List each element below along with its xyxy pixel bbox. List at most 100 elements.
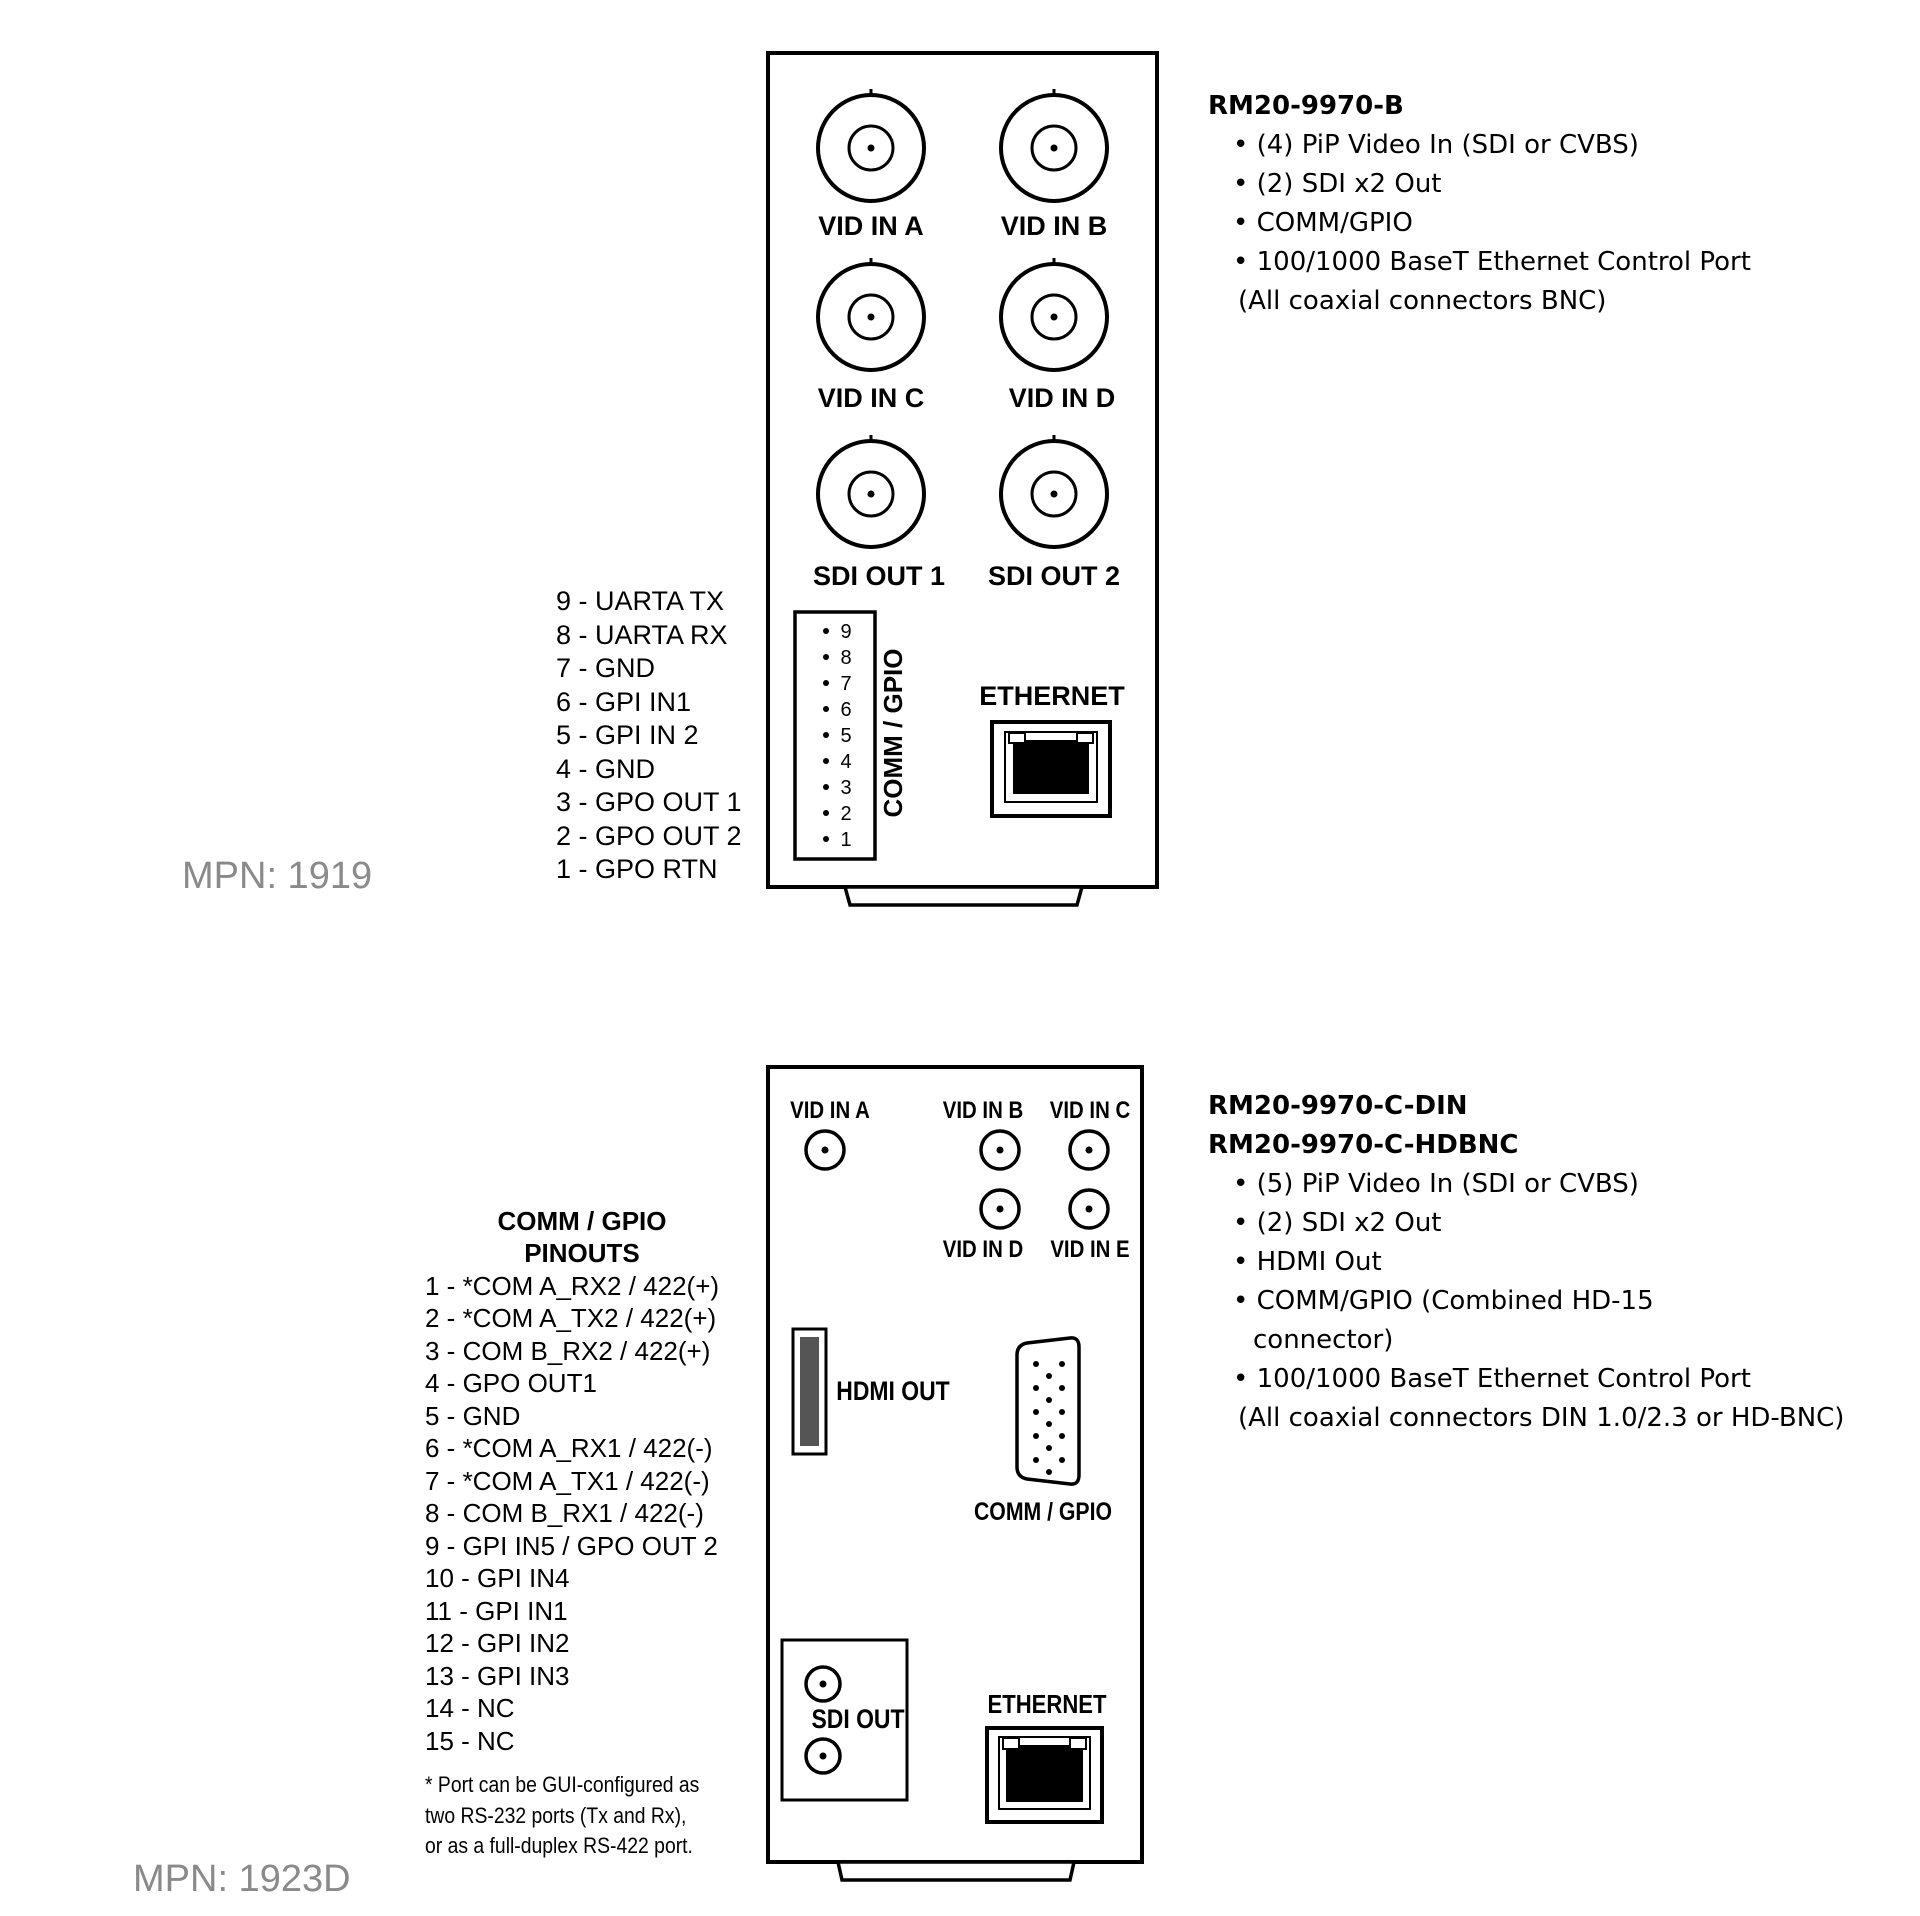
terminal-pin-number: 6: [840, 699, 851, 721]
label-comm-gpio: COMM / GPIO: [974, 1497, 1112, 1525]
spec-item: HDMI Out: [1208, 1243, 1844, 1282]
spec-item: (2) SDI x2 Out: [1208, 165, 1751, 204]
terminal-pin-dot: [823, 680, 829, 686]
label-ethernet: ETHERNET: [979, 681, 1125, 711]
spec-item: 100/1000 BaseT Ethernet Control Port: [1208, 243, 1751, 282]
mpn-label-c: MPN: 1923D: [133, 1858, 351, 1900]
terminal-pin-number: 4: [840, 751, 851, 773]
pinout-line: 2 - *COM A_TX2 / 422(+): [425, 1303, 716, 1333]
label-vid-in-d: VID IN D: [1009, 383, 1116, 413]
panel-b-tab: [842, 885, 1085, 907]
panel-c: VID IN A VID IN B VID IN C VID IN D VID …: [133, 1065, 1144, 1900]
hd15-pin: [1059, 1433, 1065, 1439]
din-connector-vid-in-e[interactable]: [1068, 1188, 1110, 1230]
bnc-connector-sdi-out-2[interactable]: [999, 435, 1109, 549]
pinout-list-c: COMM / GPIO PINOUTS 1 - *COM A_RX2 / 422…: [425, 1206, 719, 1756]
terminal-pin-number: 2: [840, 803, 851, 825]
hd15-pin: [1033, 1385, 1039, 1391]
label-vid-in-c: VID IN C: [1050, 1096, 1130, 1123]
hd15-pins: [1033, 1361, 1065, 1475]
hd15-pin: [1046, 1469, 1052, 1475]
ethernet-port[interactable]: [990, 720, 1112, 818]
label-sdi-out-2: SDI OUT 2: [988, 561, 1120, 591]
label-sdi-out-1: SDI OUT 1: [813, 561, 945, 591]
pinout-title: COMM / GPIO: [498, 1206, 667, 1236]
din-connector-vid-in-b[interactable]: [979, 1129, 1021, 1171]
pinout-line: 6 - *COM A_RX1 / 422(-): [425, 1433, 713, 1463]
terminal-pin-number: 7: [840, 673, 851, 695]
hd15-pin: [1033, 1361, 1039, 1367]
terminal-pin-number: 8: [840, 647, 851, 669]
bnc-connector-vid-in-c[interactable]: [816, 258, 926, 372]
hd15-connector-comm-gpio[interactable]: [1015, 1336, 1081, 1486]
label-vid-in-b: VID IN B: [943, 1096, 1023, 1123]
din-connector-vid-in-a[interactable]: [804, 1129, 846, 1171]
terminal-pin-number: 1: [840, 829, 851, 851]
pinout-line: 13 - GPI IN3: [425, 1661, 570, 1691]
terminal-pin-dot: [823, 758, 829, 764]
bnc-connector-vid-in-b[interactable]: [999, 89, 1109, 203]
spec-block-c: RM20-9970-C-DIN RM20-9970-C-HDBNC (5) Pi…: [1208, 1087, 1844, 1438]
terminal-pin-dot: [823, 628, 829, 634]
terminal-pin-dots: [823, 628, 829, 842]
label-hdmi-out: HDMI OUT: [836, 1376, 950, 1406]
label-vid-in-d: VID IN D: [943, 1235, 1023, 1262]
comm-gpio-terminal-block[interactable]: [793, 610, 877, 861]
label-comm-gpio-vertical: COMM / GPIO: [878, 649, 908, 818]
label-vid-in-a: VID IN A: [790, 1096, 870, 1123]
terminal-pin-dot: [823, 836, 829, 842]
pinout-line: 8 - UARTA RX: [556, 620, 728, 650]
din-connector-vid-in-c[interactable]: [1068, 1129, 1110, 1171]
din-connector-sdi-out-2[interactable]: [804, 1737, 842, 1775]
hd15-pin: [1033, 1433, 1039, 1439]
hd15-pin: [1059, 1409, 1065, 1415]
pinout-line: 7 - GND: [556, 653, 655, 683]
pinout-line: 15 - NC: [425, 1726, 515, 1756]
spec-item: (4) PiP Video In (SDI or CVBS): [1208, 126, 1751, 165]
pinout-line: 5 - GND: [425, 1401, 520, 1431]
din-connector-vid-in-d[interactable]: [979, 1188, 1021, 1230]
hd15-pin: [1046, 1373, 1052, 1379]
hd15-pin: [1046, 1421, 1052, 1427]
hd15-pin: [1059, 1457, 1065, 1463]
terminal-pin-dot: [823, 784, 829, 790]
pinout-line: 6 - GPI IN1: [556, 687, 691, 717]
pinout-line: 3 - GPO OUT 1: [556, 787, 742, 817]
pinout-line: 7 - *COM A_TX1 / 422(-): [425, 1466, 710, 1496]
pinout-line: 11 - GPI IN1: [425, 1596, 568, 1626]
model-name: RM20-9970-C-DIN: [1208, 1091, 1468, 1121]
pinout-line: 1 - *COM A_RX2 / 422(+): [425, 1271, 719, 1301]
pinout-line: 5 - GPI IN 2: [556, 720, 699, 750]
hd15-pin: [1059, 1361, 1065, 1367]
hd15-pin: [1033, 1457, 1039, 1463]
spec-item: COMM/GPIO: [1208, 204, 1751, 243]
spec-item: (5) PiP Video In (SDI or CVBS): [1208, 1165, 1844, 1204]
spec-item: COMM/GPIO (Combined HD-15: [1208, 1282, 1844, 1321]
din-connector-sdi-out-1[interactable]: [804, 1665, 842, 1703]
label-vid-in-a: VID IN A: [818, 211, 924, 241]
spec-block-b: RM20-9970-B (4) PiP Video In (SDI or CVB…: [1208, 87, 1751, 321]
footnote-line: * Port can be GUI-configured as: [425, 1773, 699, 1797]
pinout-line: 4 - GND: [556, 754, 655, 784]
bnc-connector-vid-in-d[interactable]: [999, 258, 1109, 372]
pinout-line: 9 - GPI IN5 / GPO OUT 2: [425, 1531, 718, 1561]
bnc-connector-vid-in-a[interactable]: [816, 89, 926, 203]
pinout-line: 14 - NC: [425, 1693, 515, 1723]
pinout-line: 2 - GPO OUT 2: [556, 821, 742, 851]
terminal-pin-dot: [823, 706, 829, 712]
pinout-line: 3 - COM B_RX2 / 422(+): [425, 1336, 710, 1366]
panel-b: VID IN A VID IN B VID IN C VID IN D SDI …: [182, 51, 1159, 907]
hdmi-out-port[interactable]: [791, 1327, 828, 1456]
mpn-label-b: MPN: 1919: [182, 855, 372, 897]
terminal-pin-numbers: 9 8 7 6 5 4 3 2 1: [840, 621, 851, 851]
sdi-out-group: [780, 1638, 909, 1802]
terminal-pin-dot: [823, 654, 829, 660]
ethernet-port[interactable]: [985, 1726, 1104, 1824]
bnc-connector-sdi-out-1[interactable]: [816, 435, 926, 549]
model-name: RM20-9970-B: [1208, 91, 1404, 121]
terminal-pin-dot: [823, 810, 829, 816]
terminal-pin-number: 3: [840, 777, 851, 799]
hd15-pin: [1046, 1397, 1052, 1403]
spec-footnote: (All coaxial connectors DIN 1.0/2.3 or H…: [1238, 1403, 1845, 1433]
